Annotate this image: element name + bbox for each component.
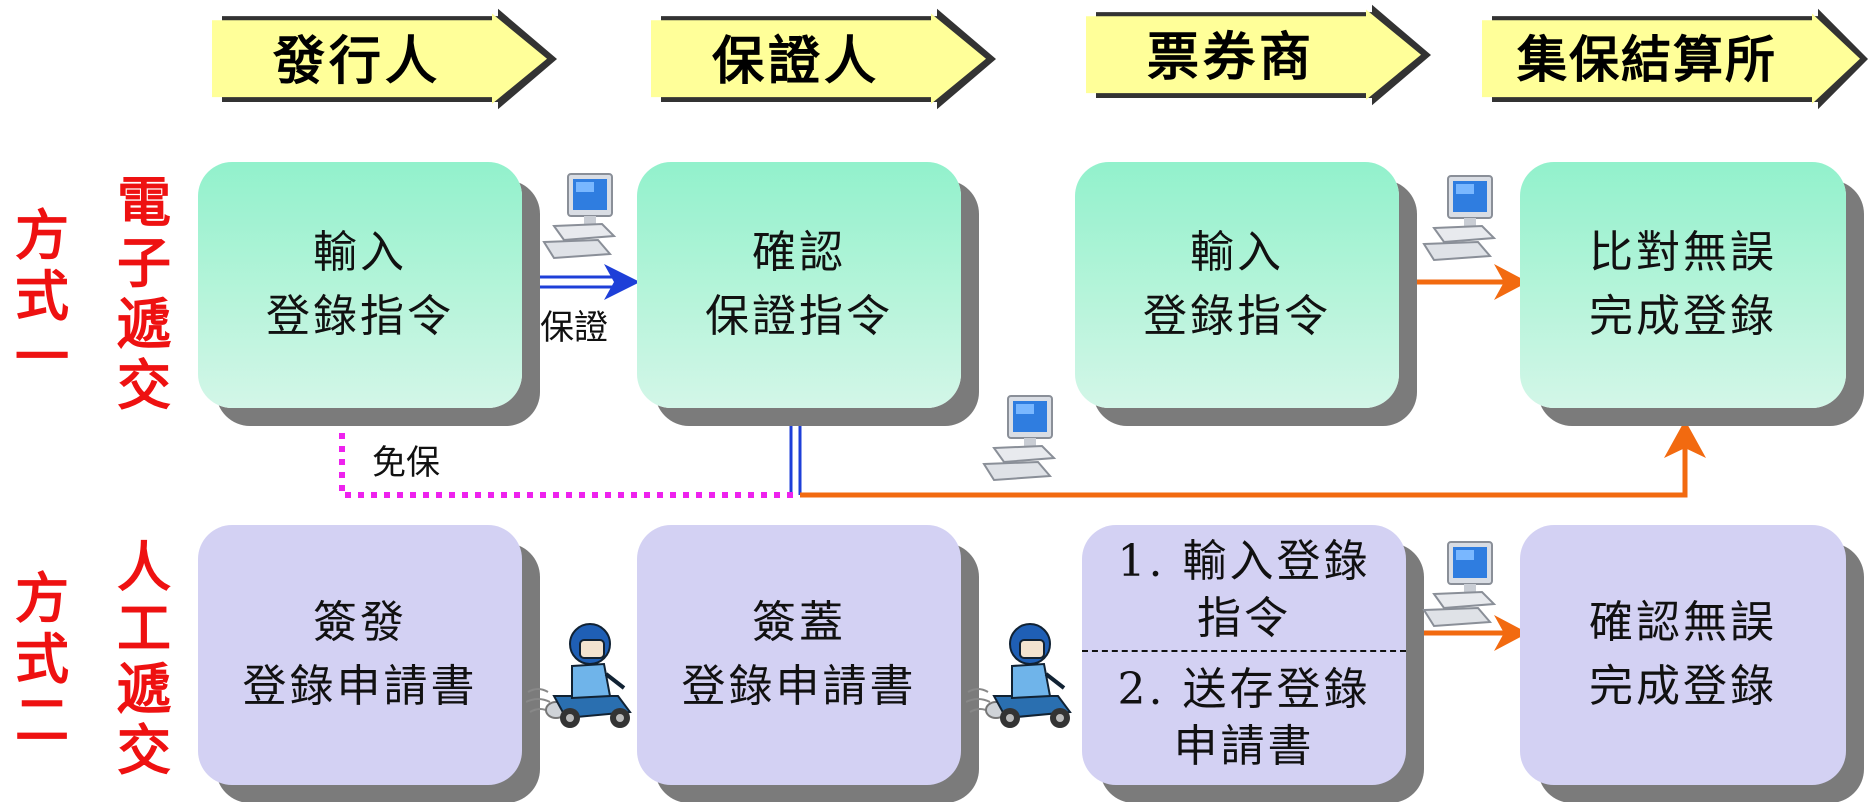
method-two-sublabel: 人工遞交	[114, 537, 174, 781]
box-line: 申請書	[1173, 721, 1315, 773]
guarantor-manual-box: 簽蓋 登錄申請書	[637, 525, 961, 785]
box-line: 登錄指令	[1143, 291, 1331, 342]
method-char: 方式二	[15, 566, 69, 752]
box-line: 登錄申請書	[242, 661, 478, 712]
guarantor-electronic-box: 確認 保證指令	[637, 162, 961, 408]
dealer-manual-box: 1. 輸入登錄 指令 2. 送存登錄 申請書	[1082, 525, 1406, 785]
box-line: 1. 輸入登錄	[1117, 536, 1371, 587]
box-line: 2. 送存登錄	[1117, 664, 1371, 715]
dealer-electronic-box: 輸入 登錄指令	[1075, 162, 1399, 408]
method-one-label: 方式一	[12, 205, 72, 388]
orange-path-to-clearing	[800, 420, 1706, 498]
header-label: 集保結算所	[1517, 31, 1777, 89]
computer-icon	[540, 170, 620, 266]
method-char: 方式一	[15, 203, 69, 389]
box-line: 保證指令	[705, 291, 893, 342]
box-line: 輸入	[1190, 227, 1284, 279]
header-arrow-shape	[1086, 4, 1431, 106]
box-line: 輸入	[313, 227, 407, 279]
guarantee-label: 保證	[540, 308, 608, 348]
clearing-manual-box: 確認無誤 完成登錄	[1520, 525, 1846, 785]
box-line: 登錄申請書	[681, 661, 917, 712]
no-guarantee-label: 免保	[372, 443, 440, 483]
header-label: 發行人	[272, 31, 441, 92]
box-line: 指令	[1197, 593, 1291, 645]
guarantee-arrow	[528, 264, 640, 300]
method-one-sublabel: 電子遞交	[114, 172, 174, 416]
guarantor-down-line	[789, 415, 802, 495]
dealer-step-2: 2. 送存登錄 申請書	[1082, 661, 1406, 775]
box-line: 完成登錄	[1589, 291, 1777, 342]
method-char: 電子遞交	[117, 170, 171, 417]
computer-icon	[1420, 538, 1500, 634]
header-label: 票券商	[1146, 27, 1315, 88]
no-guarantee-path	[339, 420, 795, 498]
method-char: 人工遞交	[117, 535, 171, 782]
method-two-label: 方式二	[12, 568, 72, 751]
box-line: 確認無誤	[1589, 597, 1777, 649]
header-guarantor: 保證人	[651, 8, 996, 110]
header-arrow-shape	[651, 8, 996, 110]
step-divider	[1082, 650, 1406, 652]
dealer-step-1: 1. 輸入登錄 指令	[1082, 533, 1406, 647]
header-arrow-shape	[212, 8, 557, 110]
box-line: 登錄指令	[266, 291, 454, 342]
clearing-electronic-box: 比對無誤 完成登錄	[1520, 162, 1846, 408]
box-line: 完成登錄	[1589, 661, 1777, 712]
computer-icon	[980, 392, 1060, 488]
header-label: 保證人	[711, 31, 880, 92]
computer-icon	[1420, 172, 1500, 268]
box-line: 簽發	[313, 597, 407, 649]
box-line: 比對無誤	[1589, 227, 1777, 279]
header-arrow-shape	[1482, 8, 1868, 110]
scooter-courier-icon	[525, 614, 638, 738]
dealer-to-clearing-arrow	[1412, 264, 1528, 300]
issuer-electronic-box: 輸入 登錄指令	[198, 162, 522, 408]
header-issuer: 發行人	[212, 8, 557, 110]
scooter-courier-icon	[965, 614, 1078, 738]
header-clearing: 集保結算所	[1482, 8, 1868, 110]
dealer-to-clearing-manual-arrow	[1412, 615, 1528, 651]
issuer-manual-box: 簽發 登錄申請書	[198, 525, 522, 785]
box-line: 確認	[752, 227, 846, 279]
header-dealer: 票券商	[1086, 4, 1431, 106]
box-line: 簽蓋	[752, 597, 846, 649]
